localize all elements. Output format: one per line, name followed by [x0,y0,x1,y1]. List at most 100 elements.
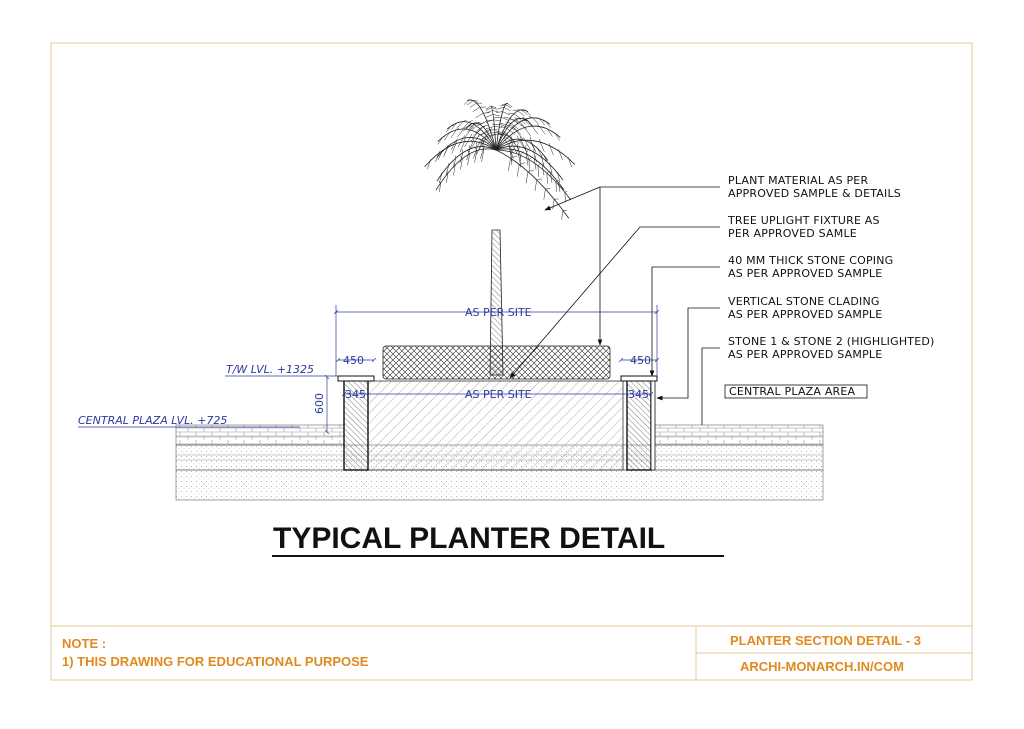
palm-leaflet [448,163,449,165]
palm-leaflet [545,188,550,189]
palm-leaflet [528,170,534,171]
palm-leaflet [529,160,530,172]
palm-leaflet [475,127,483,133]
palm-leaflet [507,103,512,106]
annotation-cladding-line1: VERTICAL STONE CLADING [728,295,880,308]
level-top-wall: T/W LVL. +1325 [226,363,314,376]
palm-leaflet [530,137,531,141]
palm-leaflet [550,162,551,164]
palm-leaflet [504,107,511,110]
palm-leaflet [542,155,543,158]
palm-leaflet [476,113,484,118]
palm-frond [496,140,575,164]
palm-leaflet [509,141,510,146]
palm-leaflet [555,133,559,140]
palm-leaflet [553,199,555,209]
annotation-coping-line1: 40 MM THICK STONE COPING [728,254,893,267]
palm-leaflet [486,129,492,131]
dim-right-top: 450 [630,354,651,367]
palm-leaflet [505,122,510,124]
palm-leaflet [476,143,481,154]
palm-leaflet [469,120,473,122]
palm-leaflet [465,138,466,142]
palm-leaflet [473,107,480,112]
dim-inner: AS PER SITE [465,388,532,401]
palm-leaflet [538,166,539,177]
palm-leaflet [462,122,469,129]
palm-leaflet [508,158,510,171]
palm-leaflet [486,114,493,117]
palm-leaflet [556,182,557,192]
palm-leaflet [547,173,548,184]
palm-leaflet [446,126,451,132]
annotation-uplight-line2: PER APPROVED SAMLE [728,227,857,240]
palm-leaflet [486,106,491,109]
annotation-plant-line2: APPROVED SAMPLE & DETAILS [728,187,901,200]
dim-height: 600 [313,393,326,414]
palm-leaflet [565,192,566,201]
stone-cladding [651,381,655,470]
palm-leaflet [441,173,442,174]
palm-leaflet [492,108,498,110]
palm-leaflet [483,125,488,127]
palm-leaflet [562,210,563,219]
palm-leaflet [517,142,518,146]
palm-leaflet [565,191,567,192]
palm-leaflet [546,121,551,127]
palm-leaflet [525,145,526,149]
palm-leaflet [559,181,560,182]
palm-leaflet [492,110,498,112]
palm-leaflet [526,110,531,115]
left-coping [338,376,374,381]
palm-leaflet [533,118,539,125]
annotation-coping-line2: AS PER APPROVED SAMPLE [728,267,882,280]
palm-leaflet [504,117,510,118]
palm-leaflet [470,103,477,108]
dim-left-top: 450 [343,354,364,367]
palm-leaflet [457,129,463,137]
palm-leaflet [537,179,542,180]
palm-leaflet [473,129,481,136]
area-label: CENTRAL PLAZA AREA [729,385,856,398]
palm-leaflet [476,122,481,123]
palm-leaflet [494,117,501,118]
palm-leaflet [517,131,524,140]
annotation-cladding-line2: AS PER APPROVED SAMPLE [728,308,882,321]
palm-leaflet [476,143,477,147]
palm-leaflet [498,107,504,108]
palm-leaflet [514,118,519,119]
palm-leaflet [468,141,473,152]
palm-leaflet [535,180,537,191]
palm-leaflet [517,136,519,140]
palm-leaflet [486,108,492,111]
palm-leaflet [519,163,525,165]
palm-leaflet [558,172,559,173]
palm-leaflet [544,189,546,199]
annotation-uplight-line1: TREE UPLIGHT FIXTURE AS [727,214,880,227]
website-label: ARCHI-MONARCH.IN/COM [740,659,904,674]
dim-overall: AS PER SITE [465,306,532,319]
right-coping [621,376,657,381]
palm-leaflet [526,172,528,184]
note-heading: NOTE : [62,636,106,651]
palm-leaflet [509,113,514,114]
annotation-stone-line2: AS PER APPROVED SAMPLE [728,348,882,361]
palm-leaflet [524,128,530,136]
palm-leaflet [455,156,456,159]
palm-leaflet [532,126,538,134]
annotations: PLANT MATERIAL AS PER APPROVED SAMPLE & … [727,174,935,398]
palm-leaflet [521,141,526,152]
palm-fronds [425,100,575,220]
palm-leaflet [475,151,477,163]
palm-leaflet [494,120,501,121]
palm-leaflet [534,156,536,159]
palm-leaflet [534,149,535,152]
note-text: 1) THIS DRAWING FOR EDUCATIONAL PURPOSE [62,654,369,669]
palm-leaflet [517,164,519,176]
palm-tree [425,100,575,375]
annotation-plant-line1: PLANT MATERIAL AS PER [728,174,868,187]
palm-leaflet [493,114,500,115]
palm-leaflet [477,129,480,133]
